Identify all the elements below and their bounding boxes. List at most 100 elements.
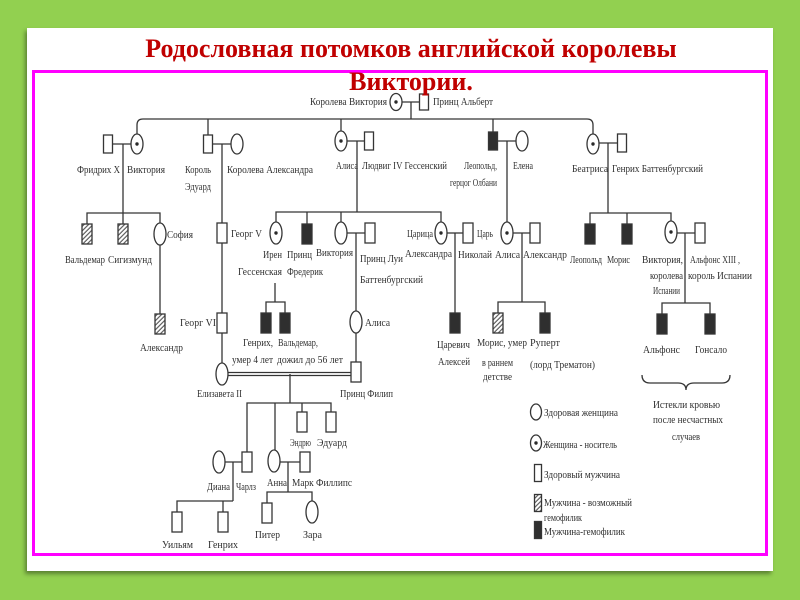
pedigree-symbol <box>350 361 362 383</box>
legend: Здоровая женщина Женщина - носитель Здор… <box>529 403 632 540</box>
person-leopold-battenberg: Леопольд <box>570 223 602 266</box>
pedigree-symbol <box>389 92 403 112</box>
person-maurice-battenberg: Морис <box>607 223 633 266</box>
person-label: Король <box>185 164 211 176</box>
healthy-male-symbol <box>299 451 311 473</box>
hemophiliac-male-symbol <box>279 312 291 334</box>
pedigree-symbol <box>621 223 633 245</box>
pedigree-symbol <box>296 411 308 433</box>
pedigree-symbol <box>694 222 706 244</box>
person-label: Эдуард <box>317 437 347 449</box>
pedigree-symbol <box>230 133 244 155</box>
person-alice: Алиса <box>334 130 358 172</box>
person-anne: Анна <box>267 449 287 489</box>
person-label: Виктория, <box>642 254 683 266</box>
healthy-female-symbol <box>334 221 348 245</box>
connector-lines <box>86 101 731 512</box>
hemophiliac-male-symbol <box>533 520 543 540</box>
person-label: Испании <box>653 285 680 297</box>
person-label: Фредерик <box>287 266 324 278</box>
pedigree-symbol <box>334 130 348 152</box>
curly-brace <box>641 374 731 391</box>
carrier-dot-icon <box>439 231 443 235</box>
sibship-line <box>275 211 442 222</box>
pedigree-symbol <box>305 500 319 524</box>
person-prince-philip: Принц Филип <box>340 361 393 400</box>
person-label: Елена <box>513 160 533 172</box>
carrier-dot-icon <box>669 230 673 234</box>
healthy-male-symbol <box>529 222 541 244</box>
person-diana: Диана <box>207 450 230 493</box>
pedigree-symbol <box>279 312 291 334</box>
healthy-female-symbol <box>305 500 319 524</box>
person-alexander-greece: Александр <box>140 313 183 354</box>
pedigree-symbol <box>130 133 144 155</box>
healthy-female-symbol <box>153 222 167 246</box>
pedigree-symbol <box>334 221 348 245</box>
person-alfonso: Альфонс <box>643 313 680 356</box>
sibship-line <box>176 500 233 512</box>
person-label: Анна <box>267 477 287 489</box>
pedigree-symbol <box>462 222 474 244</box>
person-label: Елизавета II <box>197 388 242 400</box>
legend-symbol <box>529 434 543 452</box>
person-sigismund: Сигизмунд <box>108 223 152 266</box>
legend-item: Здоровая женщина <box>529 403 618 421</box>
person-george-v: Георг V <box>216 222 262 244</box>
person-label: Руперт <box>530 337 560 349</box>
person-label: Виктория <box>127 164 165 176</box>
healthy-male-symbol <box>202 134 214 154</box>
pedigree-symbol <box>81 223 93 245</box>
pedigree-symbol <box>487 131 499 151</box>
pedigree-symbol <box>325 411 337 433</box>
person-label: Эндрю <box>290 437 311 449</box>
pedigree-symbol <box>515 130 529 152</box>
healthy-female-symbol <box>349 310 363 334</box>
person-label: Зара <box>303 529 322 541</box>
pedigree-symbol <box>267 449 281 473</box>
person-label: Морис, умер <box>477 337 527 349</box>
healthy-female-symbol <box>215 362 229 386</box>
person-label: Морис <box>607 254 630 266</box>
healthy-male-symbol <box>241 451 253 473</box>
pedigree-symbol <box>217 511 229 533</box>
healthy-male-symbol <box>102 134 114 154</box>
pedigree-symbol <box>117 223 129 245</box>
sibship-line <box>661 302 711 314</box>
pedigree-symbol <box>299 451 311 473</box>
person-rupert: Руперт (лорд Трематон) <box>530 312 595 371</box>
pedigree-symbol <box>616 133 628 153</box>
person-label: Гессенская <box>238 266 282 278</box>
pedigree-symbol <box>492 312 504 334</box>
bleeding-note: Истекли кровью после несчастных случаев <box>653 399 723 443</box>
person-label: Алиса <box>336 160 358 172</box>
sibship-line <box>589 212 672 224</box>
hemophiliac-male-symbol <box>621 223 633 245</box>
person-alice-battenberg: Алиса <box>349 310 390 334</box>
carrier-dot-icon <box>339 139 343 143</box>
carrier-dot-icon <box>274 231 278 235</box>
person-helena: Елена <box>513 130 533 172</box>
person-label: Сигизмунд <box>108 254 152 266</box>
pedigree-symbol <box>216 222 228 244</box>
person-label: Принц Альберт <box>433 96 493 108</box>
person-label: Леопольд, <box>464 160 497 172</box>
person-label: Королева Александра <box>227 164 313 176</box>
pedigree-symbol <box>349 310 363 334</box>
healthy-male-symbol <box>533 463 543 483</box>
person-label: Людвиг IV Гессенский <box>362 160 447 172</box>
sibship-line <box>136 118 594 134</box>
person-leopold-albany: Леопольд, герцог Олбани <box>450 131 499 189</box>
carrier-dot-icon <box>505 231 509 235</box>
person-andrew: Эндрю <box>290 411 311 449</box>
pedigree-symbol <box>212 450 226 474</box>
person-label: Баттенбургский <box>360 274 423 286</box>
pedigree-symbol <box>153 222 167 246</box>
person-label: Питер <box>255 529 280 541</box>
healthy-male-symbol <box>216 312 228 334</box>
legend-item: Женщина - носитель <box>529 434 617 452</box>
healthy-male-symbol <box>171 511 183 533</box>
person-tsarevich-alexei: Царевич Алексей <box>437 312 470 368</box>
person-label: Принц <box>287 249 312 261</box>
